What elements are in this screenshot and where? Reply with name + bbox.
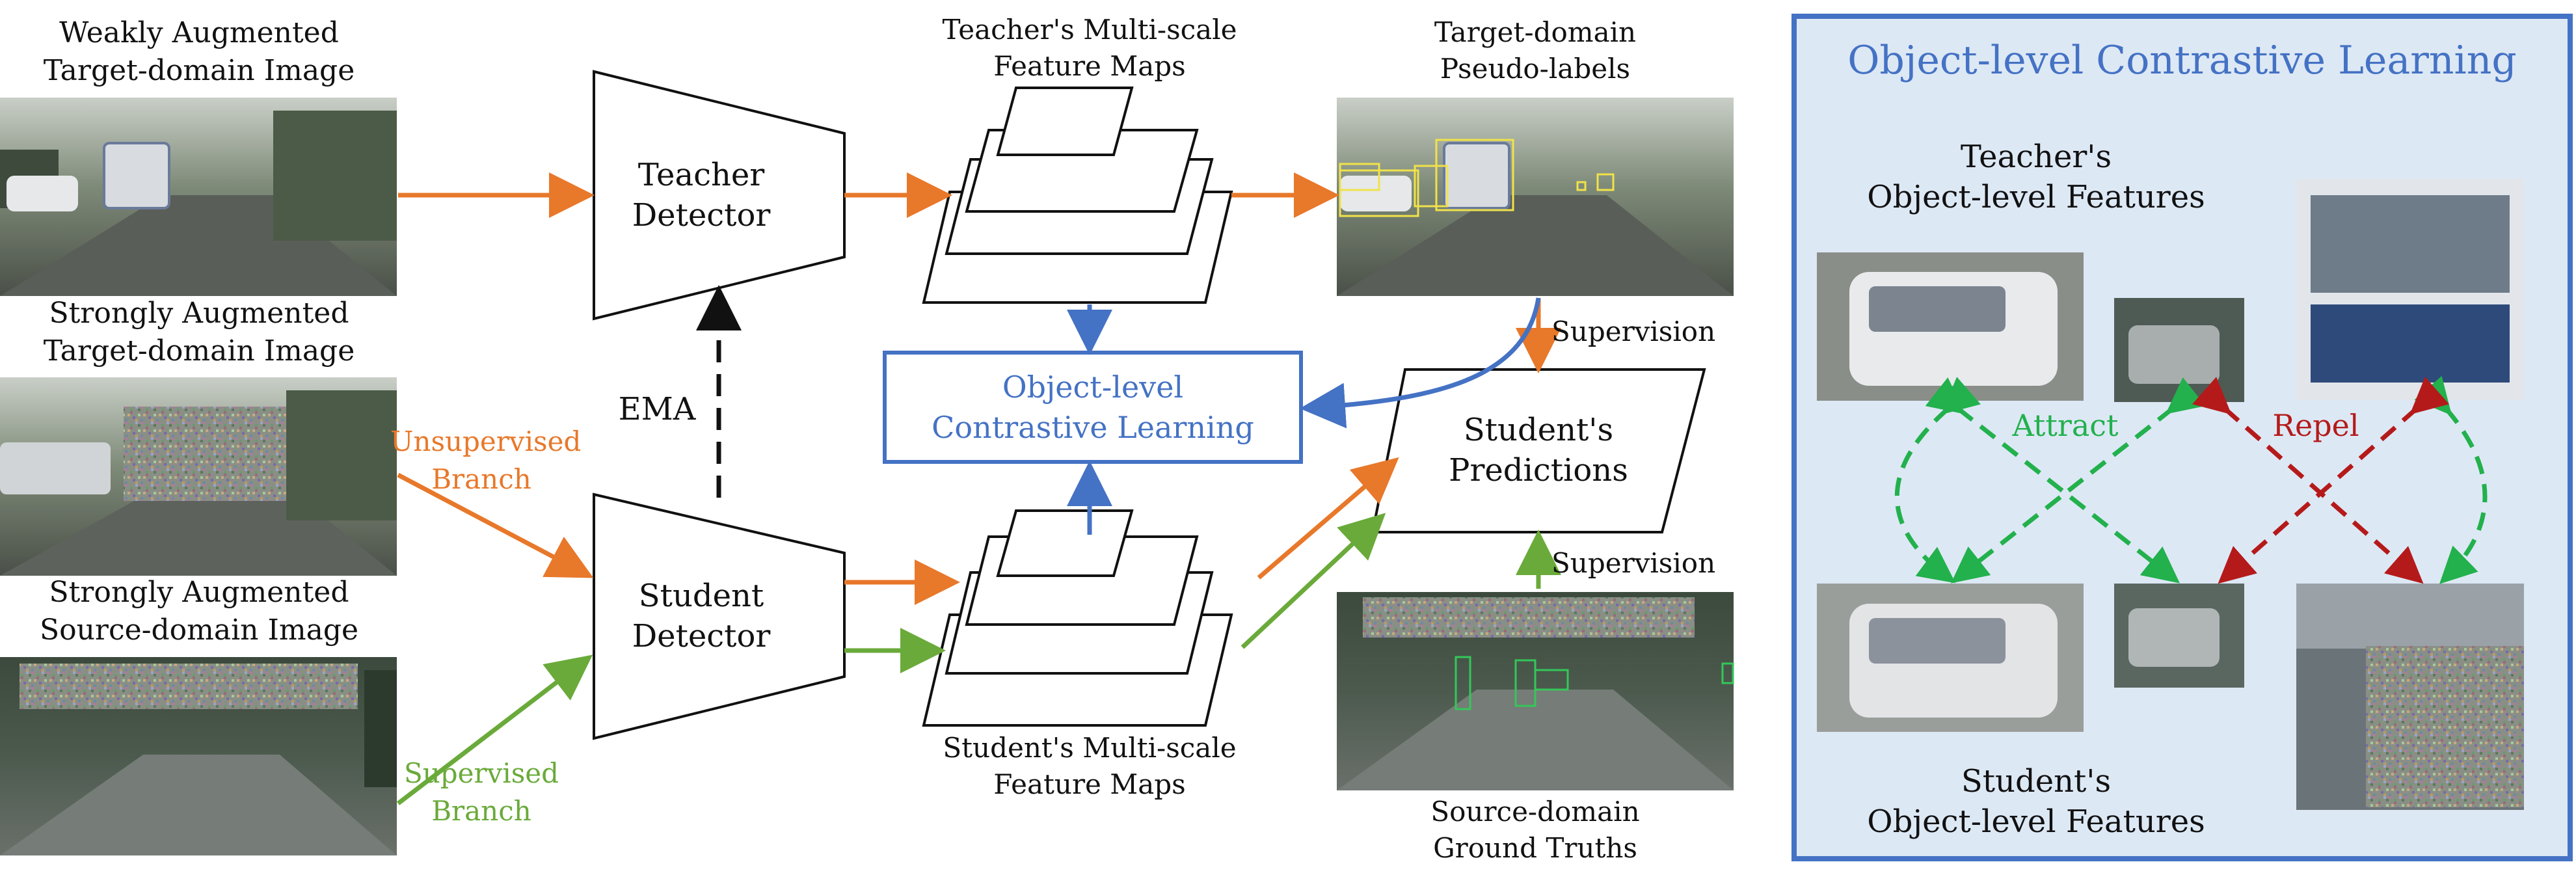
teacher-feats-label: Teacher's Object-level Features xyxy=(1834,137,2238,217)
student-feats-label: Student's Object-level Features xyxy=(1834,761,2238,842)
olcl-box-line2: Contrastive Learning xyxy=(932,410,1254,445)
student-feats-line1: Student's xyxy=(1961,763,2112,800)
student-maps-line1: Student's Multi-scale xyxy=(943,732,1237,764)
student-crop-small xyxy=(2114,584,2244,688)
unsupervised-branch-line2: Branch xyxy=(431,463,531,495)
weak-target-label-line1: Weakly Augmented xyxy=(59,16,339,49)
student-crop-bus xyxy=(2296,584,2524,810)
pseudo-labels-line1: Target-domain xyxy=(1434,16,1637,48)
student-detector-line1: Student xyxy=(638,578,764,614)
weak-target-label-line2: Target-domain Image xyxy=(43,54,355,87)
predictions-line2: Predictions xyxy=(1449,452,1628,489)
teacher-crop-small xyxy=(2114,298,2244,402)
strong-target-label-line1: Strongly Augmented xyxy=(49,297,349,330)
teacher-crop-bus xyxy=(2296,179,2524,400)
supervised-branch-line1: Supervised xyxy=(403,757,559,789)
weak-target-image xyxy=(0,98,397,296)
strong-target-image xyxy=(0,377,397,576)
olcl-box-line1: Object-level xyxy=(1002,370,1184,405)
teacher-feature-maps xyxy=(922,87,1233,304)
teacher-detector-line1: Teacher xyxy=(637,157,765,193)
arrow-strong-target-to-student xyxy=(397,472,594,578)
arrow-maps-to-preds-orange xyxy=(1257,457,1399,580)
strong-target-label: Strongly Augmented Target-domain Image xyxy=(0,295,398,370)
student-maps-label: Student's Multi-scale Feature Maps xyxy=(904,730,1275,803)
pseudo-labels-line2: Pseudo-labels xyxy=(1440,53,1631,85)
teacher-maps-line1: Teacher's Multi-scale xyxy=(942,14,1237,46)
supervised-branch-label: Supervised Branch xyxy=(390,755,572,830)
supervised-branch-line2: Branch xyxy=(431,795,531,827)
source-gt-line1: Source-domain xyxy=(1430,796,1640,827)
teacher-feats-line1: Teacher's xyxy=(1960,139,2112,175)
strong-target-label-line2: Target-domain Image xyxy=(43,334,355,368)
source-gt-image xyxy=(1337,592,1734,790)
ema-label: EMA xyxy=(618,391,696,427)
teacher-maps-label: Teacher's Multi-scale Feature Maps xyxy=(904,12,1275,85)
teacher-detector-shape xyxy=(593,70,846,321)
strong-source-label-line2: Source-domain Image xyxy=(39,613,359,647)
pseudo-labels-label: Target-domain Pseudo-labels xyxy=(1337,14,1734,87)
teacher-feats-line2: Object-level Features xyxy=(1867,179,2205,215)
weak-target-label: Weakly Augmented Target-domain Image xyxy=(0,14,398,90)
unsupervised-branch-label: Unsupervised Branch xyxy=(390,423,582,498)
olcl-box xyxy=(883,351,1303,464)
predictions-line1: Student's xyxy=(1463,412,1614,448)
supervision-top-label: Supervision xyxy=(1551,316,1716,347)
student-feats-line2: Object-level Features xyxy=(1867,803,2205,840)
attract-arrow-cross-2 xyxy=(1951,377,2206,584)
supervision-bottom-label: Supervision xyxy=(1551,547,1716,579)
teacher-maps-line2: Feature Maps xyxy=(993,50,1186,82)
source-gt-line2: Ground Truths xyxy=(1433,832,1637,864)
olcl-box-label: Object-level Contrastive Learning xyxy=(885,367,1301,448)
strong-source-label: Strongly Augmented Source-domain Image xyxy=(0,574,398,649)
repel-label: Repel xyxy=(2272,408,2359,443)
arrow-maps-to-preds-green xyxy=(1241,513,1386,649)
arrow-source-to-student xyxy=(396,654,593,805)
repel-arrow-2 xyxy=(2218,377,2450,584)
pseudo-label-image xyxy=(1337,98,1734,296)
teacher-crop-car xyxy=(1817,252,2084,401)
arrow-pseudo-to-olcl xyxy=(1300,297,1541,429)
panel-title: Object-level Contrastive Learning xyxy=(1847,38,2517,83)
student-feature-maps xyxy=(922,509,1233,727)
student-detector-line2: Detector xyxy=(632,618,771,654)
student-detector-label: Student Detector xyxy=(594,576,809,656)
attract-arrow-bus-vertical xyxy=(2414,375,2488,584)
attract-arrow-car-vertical xyxy=(1894,377,1981,584)
student-maps-line2: Feature Maps xyxy=(993,768,1186,800)
predictions-label: Student's Predictions xyxy=(1386,410,1691,491)
strong-source-label-line1: Strongly Augmented xyxy=(49,576,349,609)
teacher-detector-line2: Detector xyxy=(632,197,771,234)
attract-label: Attract xyxy=(2012,408,2119,443)
student-detector-shape xyxy=(593,492,846,740)
strong-source-image xyxy=(0,657,397,855)
teacher-detector-label: Teacher Detector xyxy=(594,155,809,235)
source-gt-label: Source-domain Ground Truths xyxy=(1337,794,1734,867)
student-crop-car xyxy=(1817,584,2084,732)
unsupervised-branch-line1: Unsupervised xyxy=(390,425,582,457)
